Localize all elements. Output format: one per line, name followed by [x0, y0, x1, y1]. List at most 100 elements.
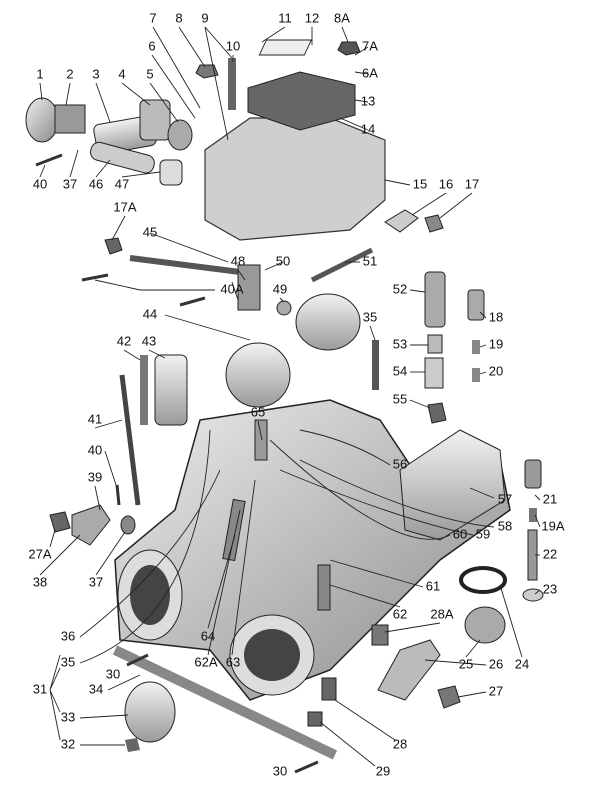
label-23: 23 — [543, 581, 557, 596]
part-19A-jet — [529, 508, 537, 522]
label-62A: 62A — [194, 654, 217, 669]
label-29: 29 — [376, 763, 390, 778]
part-30-screw — [294, 760, 319, 774]
part-38-lever — [71, 504, 111, 546]
part-28A-screw — [371, 624, 389, 646]
part-44-float-a — [295, 293, 361, 351]
label-48: 48 — [231, 253, 245, 268]
label-54: 54 — [393, 363, 407, 378]
part-1-cap — [25, 97, 59, 143]
part-53-jet — [427, 334, 443, 354]
label-17: 17 — [465, 176, 479, 191]
part-26-lever — [377, 639, 441, 701]
part-2-nut — [54, 104, 86, 134]
part-40A-screw-b — [179, 296, 206, 307]
label-34: 34 — [89, 681, 103, 696]
label-26: 26 — [489, 656, 503, 671]
label-56: 56 — [393, 456, 407, 471]
label-22: 22 — [543, 546, 557, 561]
part-42-pin — [140, 355, 148, 425]
part-4-body — [139, 99, 171, 141]
label-28: 28 — [393, 736, 407, 751]
label-52: 52 — [393, 281, 407, 296]
label-6A: 6A — [362, 65, 378, 80]
part-24-ring — [459, 566, 507, 594]
label-8: 8 — [175, 10, 182, 25]
part-51-needle — [310, 247, 374, 283]
label-27: 27 — [489, 683, 503, 698]
part-62-spring — [317, 564, 331, 611]
label-19A: 19A — [541, 518, 564, 533]
label-64: 64 — [201, 628, 215, 643]
label-60: 60 — [453, 526, 467, 541]
label-28A: 28A — [430, 606, 453, 621]
part-34-shaft — [112, 645, 338, 760]
label-51: 51 — [363, 253, 377, 268]
part-29-nut — [307, 711, 323, 727]
part-37-washer — [120, 515, 136, 535]
label-49: 49 — [273, 281, 287, 296]
label-32: 32 — [61, 736, 75, 751]
label-59: 59 — [476, 526, 490, 541]
part-17-nut — [424, 214, 444, 233]
part-23-washer — [522, 588, 544, 602]
part-54-jet — [424, 357, 444, 389]
part-10-stud — [228, 58, 236, 110]
label-2: 2 — [66, 66, 73, 81]
part-41-rod — [119, 374, 141, 506]
label-65: 65 — [251, 404, 265, 419]
label-14: 14 — [361, 121, 375, 136]
label-9: 9 — [201, 10, 208, 25]
label-50: 50 — [276, 253, 290, 268]
label-35-upper: 35 — [363, 309, 377, 324]
part-17A-nut — [104, 237, 123, 255]
label-45: 45 — [143, 224, 157, 239]
part-15-top-cover — [204, 117, 386, 241]
label-15: 15 — [413, 176, 427, 191]
label-4: 4 — [118, 66, 125, 81]
label-57: 57 — [498, 491, 512, 506]
part-33-disc — [124, 681, 176, 743]
label-63: 63 — [226, 654, 240, 669]
part-40-screw — [35, 153, 63, 167]
label-40-mid: 40 — [88, 442, 102, 457]
part-27A-nut — [49, 511, 71, 533]
part-5-sleeve — [167, 119, 193, 151]
label-30-left: 30 — [106, 666, 120, 681]
label-40A: 40A — [220, 281, 243, 296]
label-18: 18 — [489, 309, 503, 324]
part-12-gasket — [258, 39, 313, 56]
part-43-piston — [154, 354, 188, 426]
label-37-mid: 37 — [89, 574, 103, 589]
part-44-float-b — [225, 342, 291, 408]
part-8A-nut — [337, 41, 361, 56]
label-53: 53 — [393, 336, 407, 351]
part-40-screw-b — [115, 484, 121, 506]
part-20-jet — [472, 368, 480, 382]
label-21: 21 — [543, 491, 557, 506]
label-10: 10 — [226, 38, 240, 53]
part-flange-left-bore — [130, 565, 170, 625]
label-3: 3 — [92, 66, 99, 81]
part-8-nut — [195, 64, 219, 79]
label-38: 38 — [33, 574, 47, 589]
label-11: 11 — [278, 10, 292, 25]
leader-lines — [39, 26, 541, 767]
label-62: 62 — [393, 606, 407, 621]
part-40A-screw — [81, 273, 109, 282]
label-41: 41 — [88, 411, 102, 426]
label-5: 5 — [146, 66, 153, 81]
part-19-jet — [472, 340, 480, 354]
label-16: 16 — [439, 176, 453, 191]
label-39: 39 — [88, 469, 102, 484]
label-12: 12 — [305, 10, 319, 25]
label-61: 61 — [426, 578, 440, 593]
label-58: 58 — [498, 518, 512, 533]
label-43: 43 — [142, 333, 156, 348]
label-55: 55 — [393, 391, 407, 406]
label-25: 25 — [459, 656, 473, 671]
label-30-bottom: 30 — [273, 763, 287, 778]
part-21-screw — [524, 459, 542, 489]
